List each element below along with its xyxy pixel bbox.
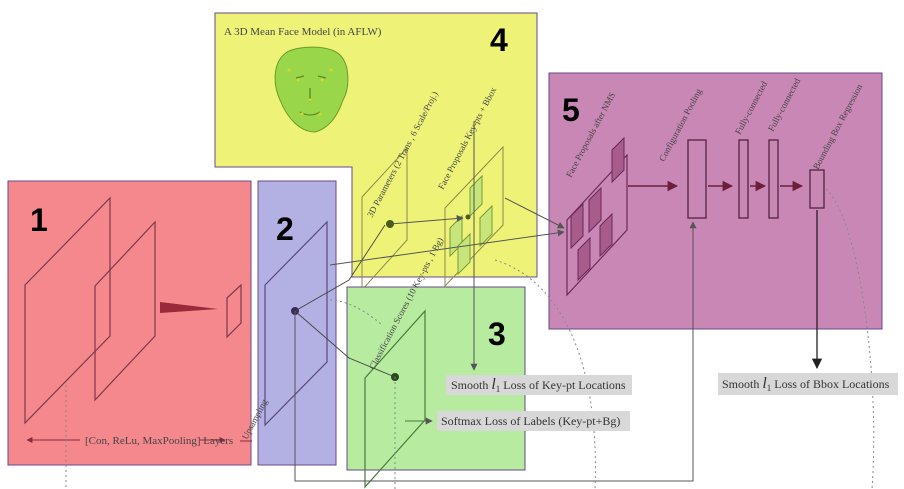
classification-map bbox=[364, 309, 426, 489]
3d-face-model-icon bbox=[274, 46, 349, 133]
keypt-loss-label: Smooth l1 Loss of Key-pt Locations bbox=[451, 376, 626, 395]
panel-number-4: 4 bbox=[490, 22, 508, 58]
proposal-node bbox=[465, 214, 471, 220]
dotted-connector-5 bbox=[329, 299, 383, 326]
features-to-config-pooling-arrow bbox=[294, 221, 697, 482]
panel-5-refinement: 5 Face Proposals after NMS Configuration… bbox=[548, 72, 883, 330]
panel-4-3d-face-model: 4 A 3D Mean Face Model (in AFLW) 3D Para… bbox=[214, 12, 538, 292]
upsampled-feature-map bbox=[264, 220, 328, 427]
connections bbox=[294, 121, 875, 489]
feature-map-2 bbox=[94, 220, 156, 402]
feature-map-1 bbox=[24, 196, 111, 425]
keypt-loss-box bbox=[446, 375, 632, 395]
3d-params-map bbox=[361, 146, 408, 292]
fc2-layer bbox=[768, 139, 779, 219]
config-pooling-layer bbox=[687, 139, 707, 219]
feature-map-3 bbox=[226, 283, 242, 339]
proposals-to-nms-arrow bbox=[504, 197, 565, 229]
panel-2-upsampling: 2 Upsampling bbox=[240, 180, 337, 466]
connector-to-3d-params bbox=[294, 224, 386, 312]
bbox-loss-box bbox=[718, 373, 898, 395]
connector-to-classification bbox=[294, 310, 396, 378]
features-to-nms-arrow bbox=[329, 229, 565, 266]
params-to-proposals-arrow bbox=[389, 215, 464, 225]
bbox-regression-layer bbox=[809, 169, 825, 209]
softmax-loss-label: Softmax Loss of Labels (Key-pt+Bg) bbox=[441, 414, 620, 428]
loss-labels: Smooth l1 Loss of Key-pt Locations Softm… bbox=[437, 373, 898, 431]
face-proposals-map bbox=[444, 145, 504, 288]
dotted-connector-3 bbox=[494, 259, 596, 489]
downsample-arrow-icon bbox=[160, 302, 218, 313]
bbox-loss-label: Smooth l1 Loss of Bbox Locations bbox=[722, 375, 890, 394]
panel-number-1: 1 bbox=[30, 202, 48, 238]
panel-number-5: 5 bbox=[562, 92, 580, 128]
conv-layers-label: [Con, ReLu, MaxPooling] Layers bbox=[85, 435, 233, 447]
nms-proposals-map bbox=[566, 153, 628, 297]
softmax-loss-box bbox=[437, 411, 630, 431]
panel-1-conv-layers: 1 [Con, ReLu, MaxPooling] Layers bbox=[7, 180, 252, 489]
fc1-layer bbox=[738, 139, 749, 219]
face-model-title: A 3D Mean Face Model (in AFLW) bbox=[224, 26, 382, 38]
panel-number-3: 3 bbox=[488, 316, 506, 352]
nms-proposal-boxes bbox=[570, 136, 625, 282]
panel-number-2: 2 bbox=[276, 211, 294, 247]
